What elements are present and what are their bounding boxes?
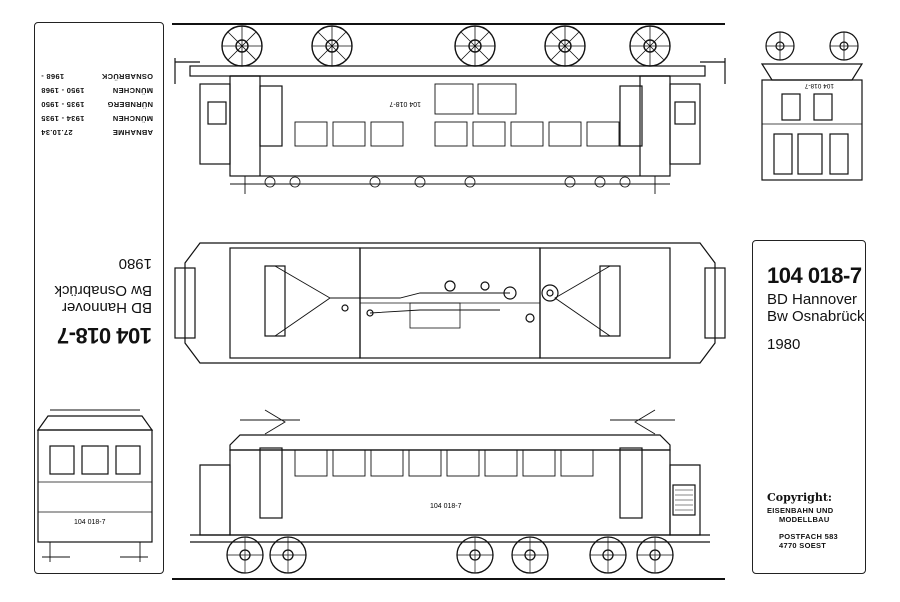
- loco-side-view-bottom: 104 018-7: [190, 409, 710, 574]
- loco-end-view-bottom: 104 018-7: [36, 409, 154, 562]
- end-number-label: 104 018-7: [804, 82, 834, 89]
- loco-end-view-top: 104 018-7: [760, 31, 864, 181]
- loco-number: 104 018-7: [767, 263, 862, 288]
- loco-side-view-top: 104 018-7: [174, 25, 726, 194]
- right-info-panel: 104 018-7 BD Hannover Bw Osnabrück 1980 …: [752, 240, 866, 574]
- side-number-label: 104 018-7: [430, 503, 462, 510]
- loco-roof-plan: [174, 242, 726, 364]
- copyright-line: POSTFACH 583: [779, 532, 839, 541]
- copyright-heading: Copyright:: [767, 491, 832, 504]
- end-number-label: 104 018-7: [74, 519, 106, 526]
- division-label: BD Hannover: [767, 291, 858, 308]
- copyright-block: Copyright: EISENBAHN UND MODELLBAU POSTF…: [767, 491, 857, 550]
- depot-label: Bw Osnabrück: [767, 308, 865, 325]
- side-number-label: 104 018-7: [389, 100, 421, 107]
- copyright-line: 4770 SOEST: [779, 541, 827, 550]
- wheel: [221, 25, 671, 67]
- copyright-line: MODELLBAU: [779, 515, 830, 524]
- year-label: 1980: [767, 336, 801, 353]
- copyright-line: EISENBAHN UND: [767, 506, 834, 515]
